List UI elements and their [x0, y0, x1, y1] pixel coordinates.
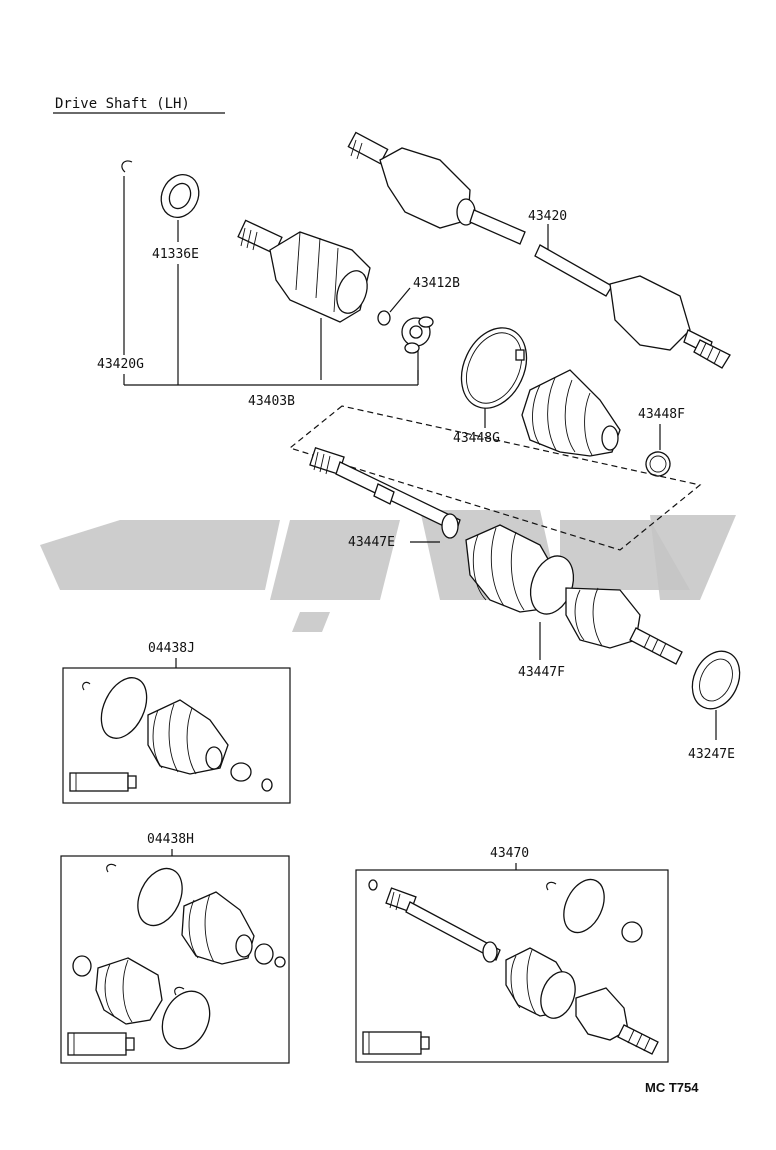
label-43448F: 43448F: [638, 407, 685, 422]
subassembly-outline: [288, 405, 702, 551]
half-shaft-assembly: [309, 446, 683, 665]
label-04438H: 04438H: [147, 832, 194, 847]
kit-box-43470: [355, 869, 669, 1063]
label-41336E: 41336E: [152, 247, 199, 262]
circlip-43412B: [377, 287, 411, 326]
kit-43470-parts: [362, 878, 659, 1055]
label-43420G: 43420G: [97, 357, 144, 372]
oil-seal-43247E: [691, 650, 741, 710]
oil-seal-41336E: [160, 174, 200, 218]
drive-shaft-assembly-43420: [347, 131, 731, 369]
kit-04438J-parts: [69, 677, 273, 792]
boot-clamp-43448F: [645, 451, 671, 477]
label-04438J: 04438J: [148, 641, 195, 656]
boot-clamp-43448G: [460, 327, 528, 409]
label-43447F: 43447F: [518, 665, 565, 680]
inboard-joint-43403B: [237, 219, 371, 323]
tripod-joint: [401, 316, 434, 354]
label-43420: 43420: [528, 209, 567, 224]
kit-box-04438J: [62, 667, 291, 804]
kit-box-04438H: [60, 855, 290, 1064]
label-43470: 43470: [490, 846, 529, 861]
label-43247E: 43247E: [688, 747, 735, 762]
label-43447E: 43447E: [348, 535, 395, 550]
label-43448G: 43448G: [453, 431, 500, 446]
kit-04438H-parts: [67, 863, 286, 1056]
label-43412B: 43412B: [413, 276, 460, 291]
diagram-title: Drive Shaft (LH): [55, 96, 190, 112]
outboard-boot: [521, 369, 621, 457]
snap-ring-43420G: [121, 160, 133, 355]
figure-code: MC T754: [645, 1080, 699, 1095]
label-43403B: 43403B: [248, 394, 295, 409]
